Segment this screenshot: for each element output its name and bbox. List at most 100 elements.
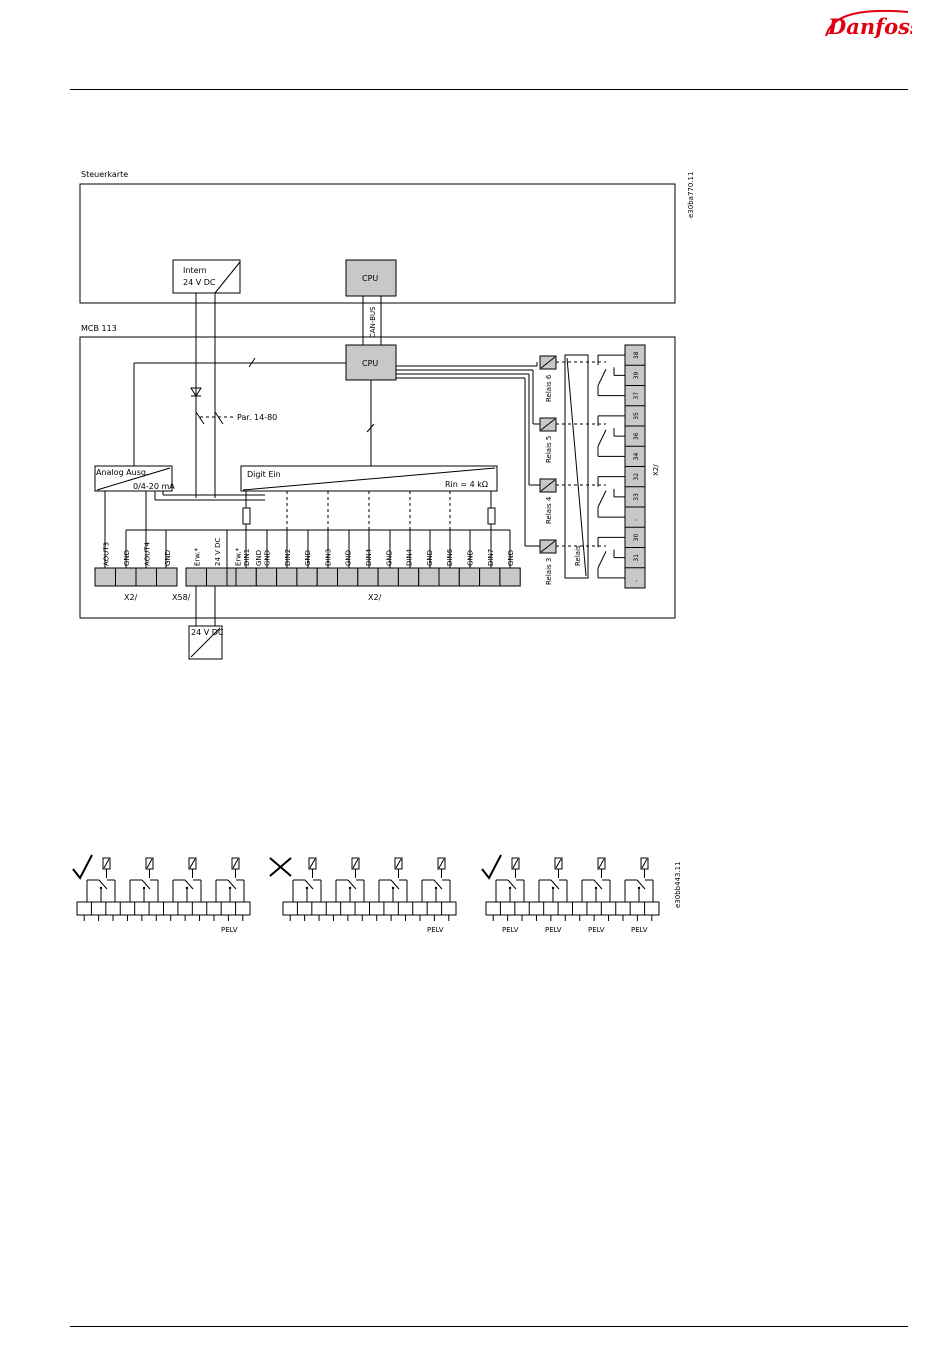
- terminal-label: GND: [263, 550, 271, 566]
- analog-label: Analog Ausg.: [96, 468, 149, 477]
- terminal-label: GND: [164, 550, 172, 566]
- terminal-block: [377, 567, 399, 587]
- terminal-block: [276, 567, 298, 587]
- relay-5-label: Relais 5: [545, 436, 553, 463]
- terminal-label: DIN4: [406, 548, 414, 566]
- right-terminal-label: 34: [633, 453, 640, 461]
- terminal-block: [438, 567, 460, 587]
- right-terminal-label: 37: [633, 392, 640, 400]
- relay-3-label: Relais 3: [545, 558, 553, 585]
- terminal-block: [185, 567, 207, 587]
- pelv-label: PELV: [545, 926, 562, 934]
- pelv-label: PELV: [588, 926, 605, 934]
- terminal-block: [337, 567, 359, 587]
- terminal-label: 24 V DC: [214, 537, 222, 566]
- terminal-label: DIN1: [243, 549, 251, 566]
- terminal-block: [357, 567, 379, 587]
- terminal-label: DIN3: [324, 549, 332, 566]
- right-terminal-label: 36: [633, 432, 640, 440]
- right-terminal-label: -: [633, 519, 640, 521]
- logo-text: Danfoss: [827, 14, 912, 39]
- rin-label: Rin = 4 kΩ: [445, 480, 488, 489]
- terminal-label: Erw.*: [193, 547, 201, 566]
- pelv-relay-variants-diagram: PELV PELV PELV PELV PELV PELV e30bb443.11: [72, 854, 682, 934]
- right-terminal-label: 33: [633, 493, 640, 501]
- right-terminal-label: -: [633, 580, 640, 582]
- terminal-label: DIN6: [446, 548, 454, 566]
- terminal-label: DIN7: [487, 549, 495, 566]
- pelv-label: PELV: [221, 926, 238, 934]
- cross-mark-icon: [269, 857, 292, 877]
- terminal-label: GND: [123, 550, 131, 566]
- control-card-label: Steuerkarte: [81, 170, 128, 179]
- cpu-mcb-label: CPU: [362, 359, 378, 368]
- ext-supply-label: 24 V DC: [191, 628, 224, 637]
- group-x2-left: X2/: [124, 593, 138, 602]
- terminal-label: GND: [304, 550, 312, 566]
- terminal-block: [397, 567, 420, 587]
- intern-supply-box: [172, 259, 241, 294]
- terminal-label: AOUT3: [102, 542, 110, 566]
- diagram2-id: e30bb443.11: [674, 861, 682, 908]
- terminal-label: DIN2: [284, 549, 292, 566]
- terminal-block: [235, 567, 257, 587]
- danfoss-logo: Danfoss: [825, 9, 912, 39]
- terminal-block: [458, 567, 481, 587]
- pelv-label: PELV: [427, 926, 444, 934]
- terminal-block: [255, 567, 278, 587]
- right-group-label: X2/: [652, 464, 660, 476]
- relay-6-label: Relais 6: [545, 374, 553, 402]
- group-x58: X58/: [172, 593, 191, 602]
- external-24vdc-box: [188, 625, 223, 660]
- relay-4-label: Relais 4: [545, 496, 553, 524]
- footer-rule: [70, 1326, 908, 1327]
- analog-output-box: [94, 465, 173, 492]
- analog-range: 0/4-20 mA: [133, 482, 175, 491]
- terminal-block: [206, 567, 228, 587]
- terminal-block: [135, 567, 157, 587]
- terminal-label: GND: [507, 550, 515, 566]
- terminal-label: GND: [466, 550, 474, 566]
- cpu-top-label: CPU: [362, 274, 378, 283]
- check-mark-icon: [72, 854, 93, 880]
- terminal-label: GND: [345, 550, 353, 566]
- terminal-label: GND: [385, 550, 393, 566]
- terminal-block: [115, 567, 137, 587]
- terminal-block: [94, 567, 116, 587]
- mcb113-wiring-diagram: AOUT3 GND AOUT4 GND Erw.* 24 V DC Erw.* GND DI…: [79, 170, 695, 660]
- terminal-label: DIN4: [365, 548, 373, 566]
- right-terminal-label: 35: [633, 412, 640, 420]
- right-terminal-label: 38: [633, 351, 640, 359]
- mcb113-box: [79, 336, 676, 619]
- relay-bus-label: Relais: [574, 545, 582, 566]
- terminal-block: [316, 567, 339, 587]
- terminal-label: GND: [426, 550, 434, 566]
- terminal-block: [296, 567, 318, 587]
- diagram1-id: e30ba770.11: [687, 172, 695, 218]
- header-rule: [70, 89, 908, 90]
- terminal-block: [418, 567, 440, 587]
- group-x2-right: X2/: [368, 593, 382, 602]
- check-mark-icon: [481, 854, 502, 880]
- terminal-label: AOUT4: [143, 541, 151, 566]
- pelv-label: PELV: [502, 926, 519, 934]
- right-terminal-label: 39: [633, 372, 640, 380]
- terminal-label: GND: [255, 550, 263, 566]
- intern-label-2: 24 V DC: [183, 278, 216, 287]
- intern-label-1: Intern: [183, 266, 207, 275]
- pelv-label: PELV: [631, 926, 648, 934]
- right-terminal-label: 32: [633, 473, 640, 481]
- right-terminal-label: 30: [633, 534, 640, 542]
- right-terminal-label: 31: [633, 554, 640, 562]
- relay-bus-box: [564, 354, 589, 579]
- terminal-block: [499, 567, 521, 587]
- terminal-block: [156, 567, 178, 587]
- par-label: Par. 14-80: [237, 413, 277, 422]
- terminal-block: [479, 567, 501, 587]
- cpu-top-box: [345, 259, 397, 297]
- mcb113-label: MCB 113: [81, 324, 117, 333]
- canbus-label: CAN-BUS: [369, 306, 377, 338]
- terminal-label: Erw.*: [234, 547, 242, 566]
- digit-label: Digit Ein: [247, 470, 281, 479]
- cpu-mcb-box: [345, 344, 397, 381]
